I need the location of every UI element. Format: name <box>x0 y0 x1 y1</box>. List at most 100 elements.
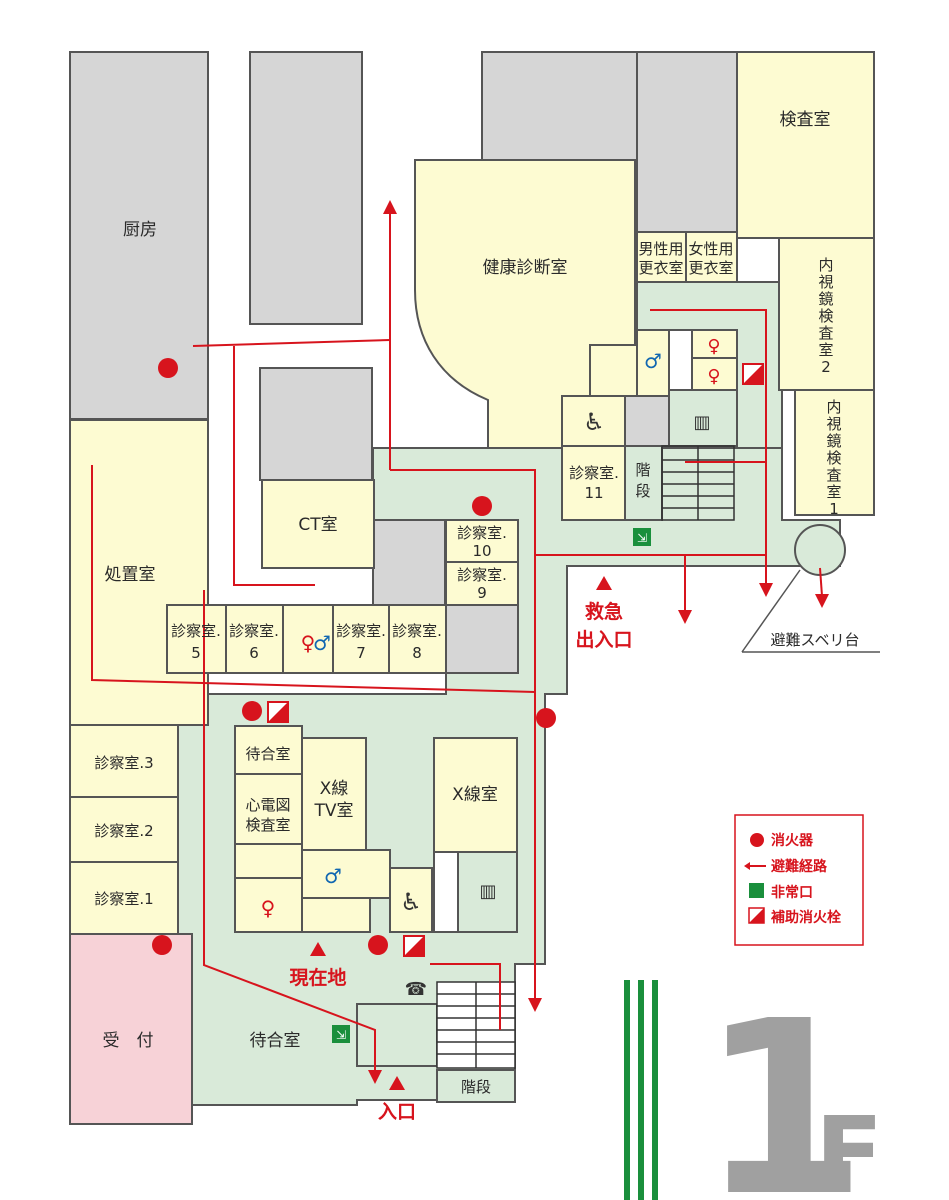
legend: 消火器 避難経路 非常口 補助消火栓 <box>734 814 864 946</box>
yellow-rooms <box>69 51 875 935</box>
facility-icons: ♂ ♀ ♀ ♿ ▥ ♀ ♂ ♂ ♀ ♿ ▥ ☎ <box>261 336 721 1000</box>
room-consult-1: 診察室.1 <box>94 890 153 908</box>
room-endoscopy-2: 内 視 鏡 検 査 室 2 <box>818 256 833 376</box>
svg-text:鏡: 鏡 <box>826 432 841 450</box>
room-consult-11b: 11 <box>584 484 603 502</box>
room-consult-6b: 6 <box>249 644 259 662</box>
current-location-label: 現在地 <box>289 966 346 989</box>
emergency-exit-icon: ⇲ <box>633 528 651 546</box>
svg-text:視: 視 <box>818 273 833 291</box>
svg-text:室: 室 <box>818 341 833 359</box>
floor-indicator: 1 F <box>624 969 883 1200</box>
room-male-changing-1: 男性用 <box>638 240 683 258</box>
female-toilet-icon: ♀ <box>707 366 720 387</box>
room-female-changing-2: 更衣室 <box>688 259 733 277</box>
room-consult-7b: 7 <box>356 644 366 662</box>
fire-extinguishers <box>152 358 556 955</box>
room-female-changing-1: 女性用 <box>688 240 733 258</box>
room-consult-9a: 診察室. <box>457 566 507 584</box>
room-kitchen: 厨房 <box>123 220 157 240</box>
legend-label-exit: 非常口 <box>771 884 813 901</box>
evacuation-routes <box>91 212 823 1072</box>
room-consult-11a: 診察室. <box>569 464 619 482</box>
emergency-entrance-label-2: 出入口 <box>575 628 632 651</box>
toilet-icon: ♂ <box>313 631 331 655</box>
toilet-icon: ♀ <box>301 631 316 655</box>
accessible-toilet-icon: ♿ <box>583 408 605 436</box>
floor-number: 1 <box>700 969 867 1200</box>
svg-text:視: 視 <box>826 415 841 433</box>
elevator-icon: ▥ <box>693 412 710 433</box>
legend-label-extinguisher: 消火器 <box>771 832 814 849</box>
male-toilet-icon: ♂ <box>644 349 662 373</box>
fire-extinguisher-icon <box>536 708 556 728</box>
reception-room <box>69 933 193 1125</box>
svg-text:室: 室 <box>826 483 841 501</box>
svg-text:1: 1 <box>829 500 839 518</box>
elevator-icon: ▥ <box>479 881 496 902</box>
emergency-entrance-label-1: 救急 <box>585 600 623 623</box>
svg-text:鏡: 鏡 <box>818 290 833 308</box>
emergency-entrance-triangle <box>596 576 612 590</box>
staircase-lower <box>436 981 516 1069</box>
room-consult-6a: 診察室. <box>229 622 279 640</box>
fire-hydrant-icon <box>748 907 765 924</box>
room-labels: 厨房 処置室 健康診断室 検査室 男性用 更衣室 女性用 更衣室 内 視 鏡 検… <box>94 110 841 1096</box>
room-consult-10a: 診察室. <box>457 524 507 542</box>
elevator-upper <box>624 445 663 521</box>
markers: 救急 出入口 現在地 入口 避難スベリ台 <box>289 576 859 1123</box>
emergency-exit-icon: ⇲ <box>332 1025 350 1043</box>
room-consult-8b: 8 <box>412 644 422 662</box>
fire-hydrants <box>267 363 764 957</box>
room-consult-8a: 診察室. <box>392 622 442 640</box>
svg-text:査: 査 <box>826 466 841 484</box>
floor-suffix: F <box>815 1095 883 1200</box>
svg-text:⇲: ⇲ <box>336 1028 346 1042</box>
room-male-changing-2: 更衣室 <box>638 259 683 277</box>
room-waiting-small: 待合室 <box>245 745 290 763</box>
slide-label: 避難スベリ台 <box>771 631 860 649</box>
staircase-upper <box>661 445 735 521</box>
fire-extinguisher-icon <box>472 496 492 516</box>
svg-text:内: 内 <box>826 398 841 416</box>
fire-extinguisher-icon <box>158 358 178 378</box>
room-xray: X線室 <box>452 785 498 805</box>
route-arrowheads <box>368 200 829 1084</box>
room-ecg-b: 検査室 <box>245 816 290 834</box>
room-stairs-upper-b: 段 <box>635 482 650 500</box>
room-waiting-main: 待合室 <box>250 1031 301 1051</box>
fire-hydrant-icon <box>403 935 425 957</box>
accessible-toilet-icon: ♿ <box>400 888 422 916</box>
room-consult-5a: 診察室. <box>171 622 221 640</box>
room-consult-10b: 10 <box>472 542 491 560</box>
fire-hydrant-icon <box>267 701 289 723</box>
room-xray-tv-a: X線 <box>320 779 349 799</box>
evacuation-arrow-icon <box>744 862 766 870</box>
room-consult-9b: 9 <box>477 584 487 602</box>
female-toilet-icon: ♀ <box>707 336 720 357</box>
room-consult-2: 診察室.2 <box>94 822 153 840</box>
room-xray-tv-b: TV室 <box>313 801 353 821</box>
room-consult-5b: 5 <box>191 644 201 662</box>
room-ct: CT室 <box>298 515 337 535</box>
svg-text:検: 検 <box>826 449 841 467</box>
fire-extinguisher-icon <box>242 701 262 721</box>
fire-extinguisher-icon <box>152 935 172 955</box>
room-consult-7a: 診察室. <box>336 622 386 640</box>
female-toilet-icon: ♀ <box>261 896 276 920</box>
current-location-triangle <box>310 942 326 956</box>
male-toilet-icon: ♂ <box>324 864 342 888</box>
gray-areas <box>69 51 738 841</box>
evacuation-slide <box>741 524 880 653</box>
room-exam: 検査室 <box>780 110 831 130</box>
room-stairs-lower: 階段 <box>461 1078 491 1096</box>
svg-text:査: 査 <box>818 324 833 342</box>
room-stairs-upper-a: 階 <box>635 461 650 479</box>
svg-text:内: 内 <box>818 256 833 274</box>
svg-text:⇲: ⇲ <box>637 531 647 545</box>
svg-text:検: 検 <box>818 307 833 325</box>
legend-label-route: 避難経路 <box>771 858 828 875</box>
room-endoscopy-1: 内 視 鏡 検 査 室 1 <box>826 398 841 518</box>
room-reception: 受 付 <box>103 1031 154 1051</box>
